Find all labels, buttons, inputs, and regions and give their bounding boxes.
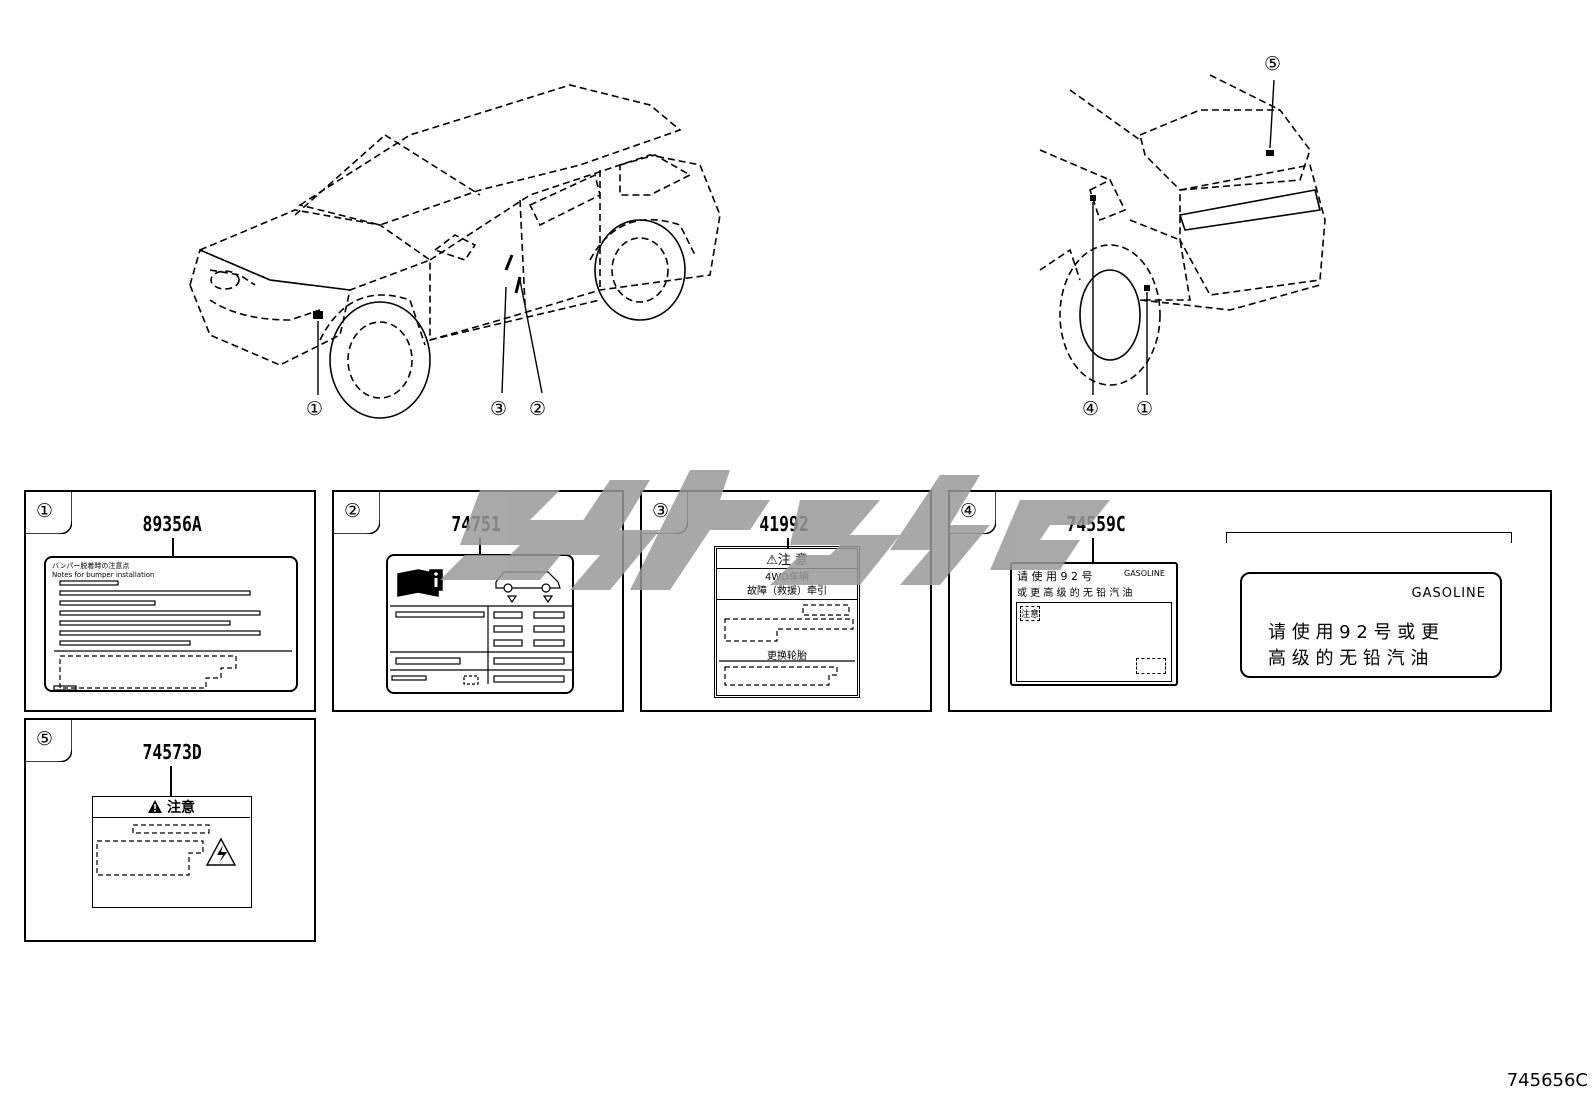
label-text-placeholders <box>53 580 292 691</box>
document-code: 745656C <box>1506 1070 1588 1091</box>
label-89356A: バンパー脱着時の注意点 Notes for bumper installatio… <box>44 556 298 692</box>
part-number: 89356A <box>142 512 202 536</box>
label-line: 或 更 高 级 的 无 铅 汽 油 <box>1017 588 1133 599</box>
panel-number: ④ <box>960 500 978 522</box>
callout-front-2: ② <box>529 398 547 420</box>
callout-rear-4: ④ <box>1082 398 1100 420</box>
caution-text: 注意 <box>167 800 196 816</box>
manual-book-icon <box>397 569 443 597</box>
vehicle-icon <box>495 571 561 604</box>
panel-3: ③ 41992 ⚠注 意 4WD车辆 故障（救援）牵引 更换轮胎 <box>640 490 932 712</box>
panel-number: ① <box>36 500 54 522</box>
part-number: 74559C <box>1066 512 1126 536</box>
callout-front-3: ③ <box>490 398 508 420</box>
label-line: Notes for bumper installation <box>52 571 155 579</box>
leader-line <box>170 766 172 796</box>
enlarged-line: 请 使 用 9 2 号 或 更 <box>1268 622 1439 643</box>
label-74559C: 请 使 用 9 2 号 GASOLINE 或 更 高 级 的 无 铅 汽 油 注… <box>1010 562 1178 686</box>
panel-2: ② 74751 <box>332 490 624 712</box>
callout-front-1: ① <box>306 398 324 420</box>
label-box <box>1136 658 1166 674</box>
label-line: バンパー脱着時の注意点 <box>52 562 130 570</box>
front-vehicle-drawing <box>189 84 721 419</box>
panel-4: ④ 74559C 请 使 用 9 2 号 GASOLINE 或 更 高 级 的 … <box>948 490 1552 712</box>
label-line: 故障（救援）牵引 <box>717 582 857 600</box>
label-gasoline: GASOLINE <box>1124 569 1165 578</box>
detail-bracket <box>1226 532 1512 543</box>
warning-triangle-icon <box>147 800 162 813</box>
label-line: 请 使 用 9 2 号 <box>1017 570 1093 583</box>
enlarged-line: 高 级 的 无 铅 汽 油 <box>1268 648 1429 669</box>
label-divider <box>1016 602 1172 682</box>
leader-line <box>172 538 174 558</box>
callout-rear-5: ⑤ <box>1264 53 1282 75</box>
rear-vehicle-drawing <box>1039 74 1326 395</box>
part-number: 41992 <box>759 512 809 536</box>
label-text-placeholders <box>96 824 237 876</box>
label-text-placeholders <box>719 604 855 686</box>
panel-number: ⑤ <box>36 728 54 750</box>
caution-header: 注意 <box>93 797 250 818</box>
label-line: 更换轮胎 <box>767 651 807 662</box>
label-74573D: 注意 <box>92 796 252 908</box>
panel-5: ⑤ 74573D 注意 <box>24 718 316 942</box>
high-voltage-icon <box>205 837 237 866</box>
enlarged-gasoline: GASOLINE <box>1411 586 1486 601</box>
leader-line <box>1092 538 1094 562</box>
label-74751 <box>386 554 574 694</box>
panel-1: ① 89356A バンパー脱着時の注意点 Notes for bumper in… <box>24 490 316 712</box>
callout-rear-1: ① <box>1136 398 1154 420</box>
part-number: 74751 <box>451 512 501 536</box>
label-note: 注意 <box>1020 606 1041 621</box>
panel-number: ③ <box>652 500 670 522</box>
panel-number: ② <box>344 500 362 522</box>
label-graphics <box>390 569 574 685</box>
label-enlarged: GASOLINE 请 使 用 9 2 号 或 更 高 级 的 无 铅 汽 油 <box>1240 572 1502 678</box>
part-number: 74573D <box>142 740 202 764</box>
label-41992: ⚠注 意 4WD车辆 故障（救援）牵引 更换轮胎 <box>714 546 860 698</box>
